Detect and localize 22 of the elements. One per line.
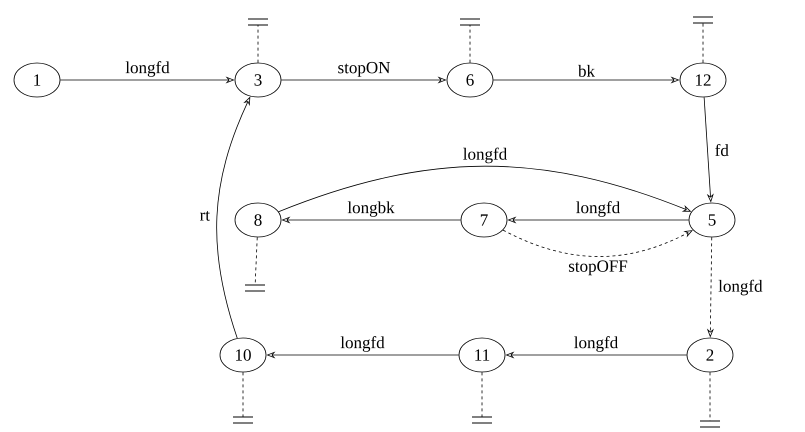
ground-symbol (472, 416, 492, 424)
edge-label: longfd (340, 336, 384, 352)
edge-label: longfd (718, 280, 762, 296)
ground-symbol (460, 18, 480, 26)
edge-label: longfd (576, 201, 620, 217)
ground-symbol (244, 284, 266, 292)
edge-label: rt (200, 211, 210, 221)
edge-label: longfd (463, 148, 507, 164)
connector-line (254, 237, 258, 286)
ground-symbol (700, 420, 720, 428)
connector-line (702, 22, 704, 63)
edge-label: longfd (574, 336, 618, 352)
edge-label: stopOFF (568, 260, 628, 276)
ground-symbol (248, 18, 268, 26)
edge-label: longfd (126, 61, 170, 77)
edge-label: bk (578, 64, 595, 77)
edge-label: stopON (338, 62, 390, 77)
ground-symbol (232, 416, 254, 424)
edge-label: fd (715, 144, 729, 156)
connector-line (242, 372, 244, 418)
ground-symbol (692, 16, 714, 24)
edge-label: longbk (348, 201, 395, 217)
